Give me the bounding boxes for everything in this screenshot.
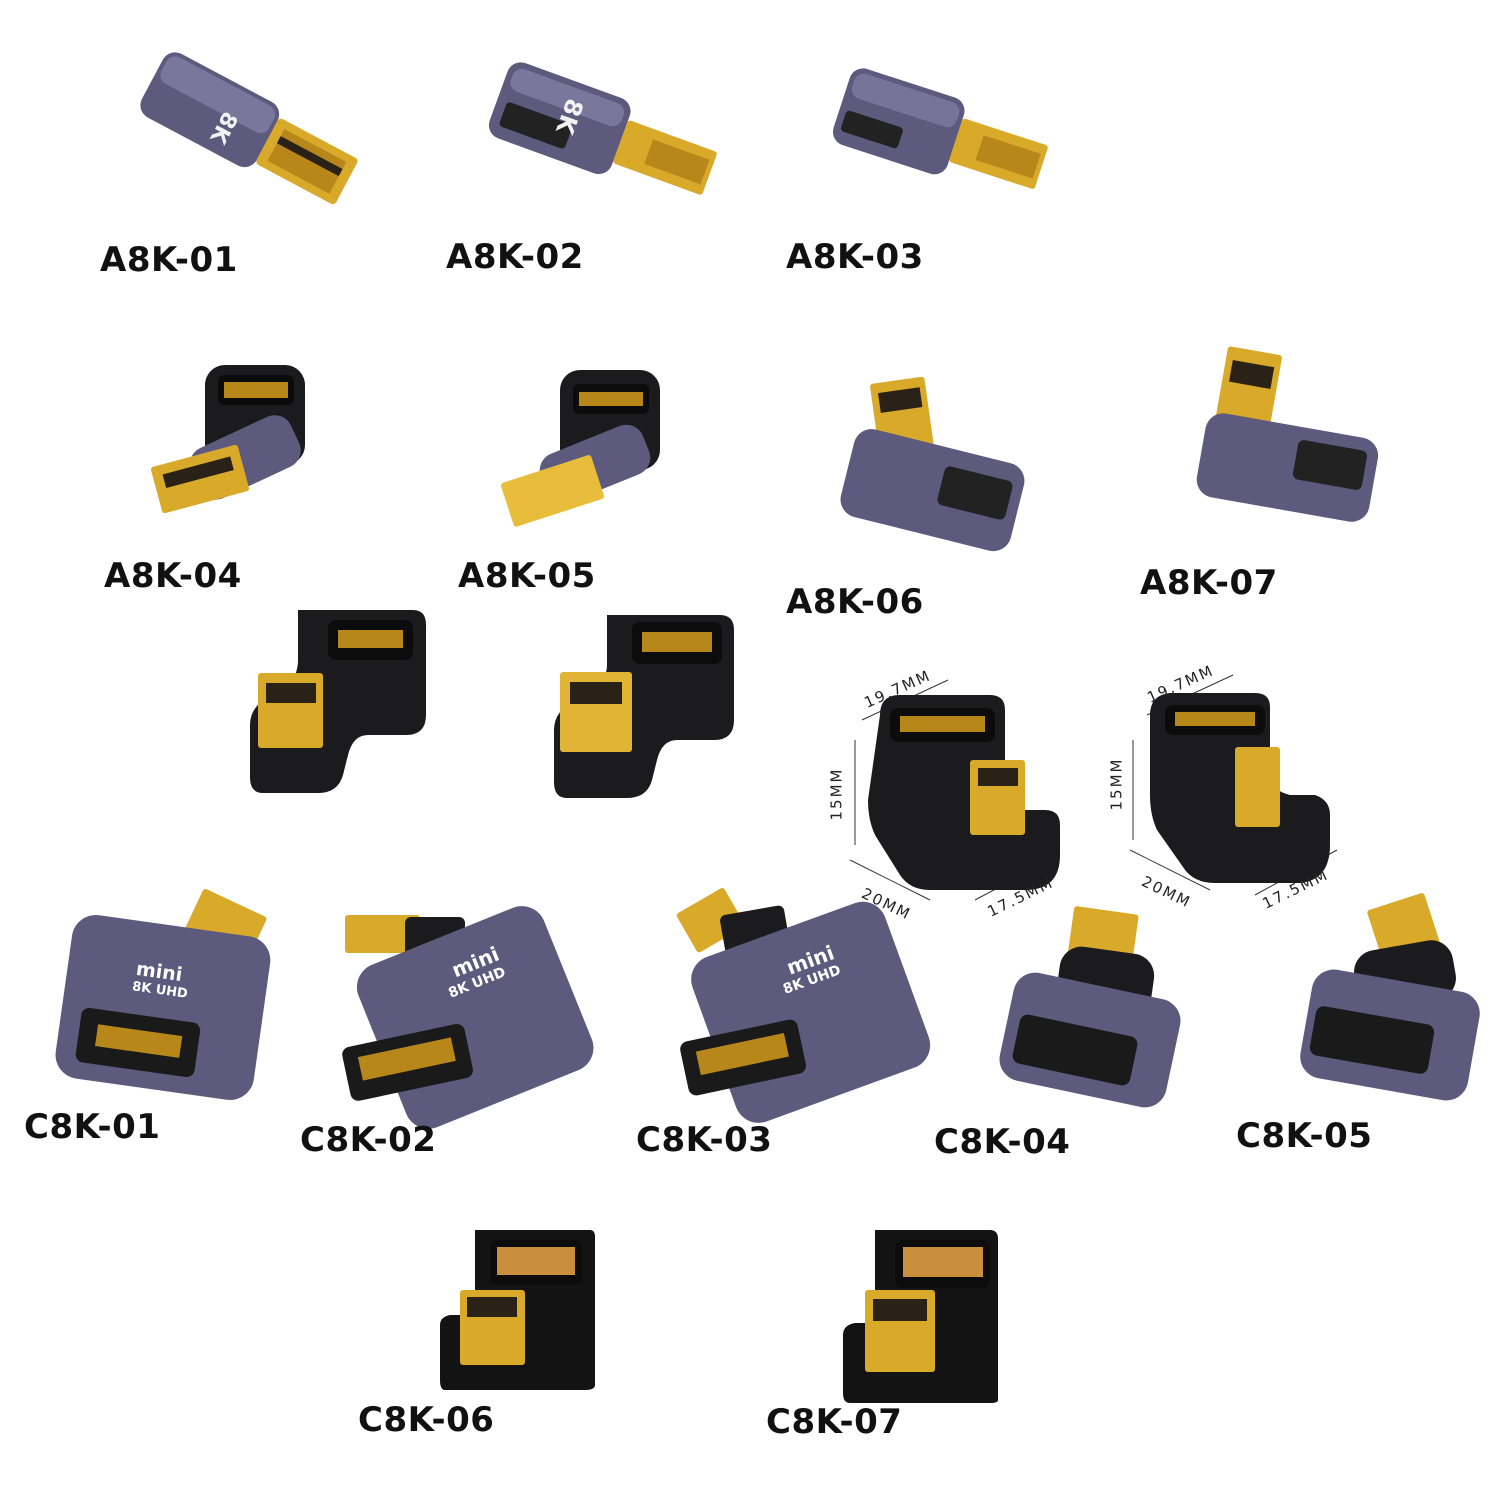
product-image-c8k-02: mini 8K UHD <box>335 895 594 1129</box>
product-image-c8k-05 <box>1300 893 1480 1101</box>
label-a8k-01: A8K-01 <box>100 240 238 280</box>
product-image-c8k-03: mini 8K UHD <box>676 888 931 1123</box>
label-c8k-05: C8K-05 <box>1236 1116 1373 1156</box>
label-c8k-07: C8K-07 <box>766 1402 903 1442</box>
product-image-black-u-1 <box>248 605 428 795</box>
label-c8k-06: C8K-06 <box>358 1400 495 1440</box>
product-image-a8k-06 <box>840 375 1025 552</box>
label-a8k-03: A8K-03 <box>786 237 924 277</box>
product-image-c8k-07 <box>840 1225 1020 1405</box>
product-image-a8k-03 <box>830 68 1050 210</box>
label-a8k-04: A8K-04 <box>104 556 242 596</box>
label-c8k-03: C8K-03 <box>636 1120 773 1160</box>
product-image-c8k-06 <box>435 1225 600 1395</box>
product-image-a8k-07 <box>1195 345 1380 525</box>
product-image-a8k-05 <box>500 370 685 527</box>
product-image-a8k-04 <box>150 360 330 514</box>
product-image-a8k-01: 8K <box>130 52 370 205</box>
product-image-a8k-02: 8K <box>488 62 720 215</box>
dimension-height-2: 15MM <box>1107 757 1126 811</box>
label-a8k-06: A8K-06 <box>786 582 924 622</box>
product-image-black-u-2 <box>552 610 737 800</box>
label-c8k-01: C8K-01 <box>24 1107 161 1147</box>
label-a8k-05: A8K-05 <box>458 556 596 596</box>
label-c8k-04: C8K-04 <box>934 1122 1071 1162</box>
product-image-c8k-04 <box>999 906 1181 1108</box>
label-a8k-02: A8K-02 <box>446 237 584 277</box>
label-c8k-02: C8K-02 <box>300 1120 437 1160</box>
product-image-c8k-01: mini 8K UHD <box>55 889 288 1101</box>
label-a8k-07: A8K-07 <box>1140 563 1278 603</box>
dimension-drawing-1: 19.7MM 15MM 20MM 17.5MM <box>820 660 1080 940</box>
dimension-drawing-2: 19.7MM 15MM 20MM 17.5MM <box>1105 655 1365 935</box>
dimension-height: 15MM <box>827 767 846 821</box>
